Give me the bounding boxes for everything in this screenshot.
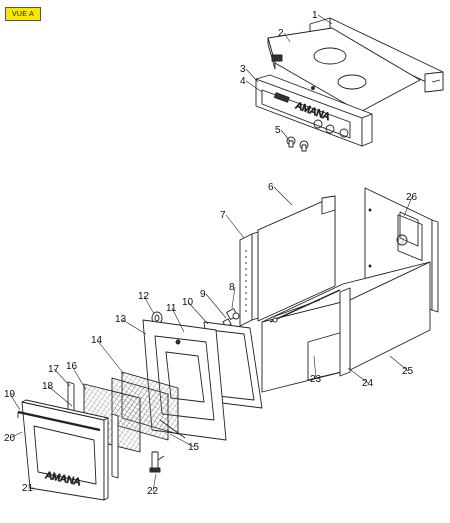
callout-leader-lines bbox=[9, 14, 413, 492]
door-hinge bbox=[149, 451, 165, 473]
part-callout-1: 1 bbox=[312, 10, 318, 21]
part-callout-10: 10 bbox=[182, 297, 194, 308]
leader-line-1 bbox=[317, 14, 333, 25]
side-rail-left bbox=[239, 231, 259, 327]
gasket-fittings bbox=[222, 308, 240, 328]
part-callout-20: 20 bbox=[4, 433, 16, 444]
part-callout-8: 8 bbox=[229, 282, 235, 293]
view-label-badge: VUE A bbox=[5, 7, 41, 21]
leader-line-5 bbox=[280, 129, 291, 142]
leader-line-6 bbox=[273, 186, 293, 206]
part-callout-9: 9 bbox=[200, 289, 206, 300]
leader-line-9 bbox=[205, 293, 227, 319]
part-callout-22: 22 bbox=[147, 486, 159, 497]
leader-line-2 bbox=[283, 32, 291, 43]
part-callout-15: 15 bbox=[188, 442, 200, 453]
leader-line-10 bbox=[187, 301, 209, 325]
leader-line-24 bbox=[347, 367, 369, 384]
part-callout-24: 24 bbox=[362, 378, 374, 389]
part-callout-25: 25 bbox=[402, 366, 414, 377]
part-callout-18: 18 bbox=[42, 381, 54, 392]
leader-line-19 bbox=[9, 393, 21, 411]
leader-line-11 bbox=[171, 307, 185, 333]
glass-retainer bbox=[159, 419, 186, 439]
part-callout-19: 19 bbox=[4, 389, 16, 400]
part-callout-16: 16 bbox=[66, 361, 78, 372]
leader-line-18 bbox=[47, 385, 73, 407]
leader-line-4 bbox=[245, 80, 263, 93]
control-knobs bbox=[286, 136, 309, 152]
top-plate bbox=[267, 27, 421, 113]
leader-line-3 bbox=[245, 68, 259, 83]
part-callout-23: 23 bbox=[310, 374, 322, 385]
part-callout-6: 6 bbox=[268, 182, 274, 193]
leader-line-25 bbox=[389, 355, 409, 372]
outer-oven-door: AMANA bbox=[17, 399, 109, 501]
leader-line-16 bbox=[71, 365, 87, 391]
part-callout-11: 11 bbox=[166, 303, 177, 314]
part-callout-3: 3 bbox=[240, 64, 246, 75]
leader-line-20 bbox=[9, 431, 23, 439]
leader-line-22 bbox=[152, 473, 157, 492]
part-callout-21: 21 bbox=[22, 483, 34, 494]
part-callout-26: 26 bbox=[406, 192, 418, 203]
leader-line-12 bbox=[143, 295, 155, 315]
part-callout-13: 13 bbox=[115, 314, 127, 325]
oven-cavity-box bbox=[261, 261, 431, 393]
leader-line-23 bbox=[313, 355, 317, 380]
leader-line-26 bbox=[403, 196, 413, 217]
leader-line-14 bbox=[96, 339, 125, 375]
leader-line-13 bbox=[120, 318, 147, 335]
part-callout-2: 2 bbox=[278, 28, 284, 39]
part-callout-4: 4 bbox=[240, 76, 246, 87]
part-callout-5: 5 bbox=[275, 125, 281, 136]
leader-line-7 bbox=[225, 214, 245, 239]
leader-line-8 bbox=[231, 286, 236, 309]
part-callout-7: 7 bbox=[220, 210, 226, 221]
control-console: AMANA bbox=[255, 74, 373, 147]
part-callout-14: 14 bbox=[91, 335, 103, 346]
leader-line-15 bbox=[169, 433, 195, 448]
part-callout-12: 12 bbox=[138, 291, 150, 302]
leader-line-17 bbox=[53, 368, 71, 387]
part-callout-17: 17 bbox=[48, 364, 60, 375]
